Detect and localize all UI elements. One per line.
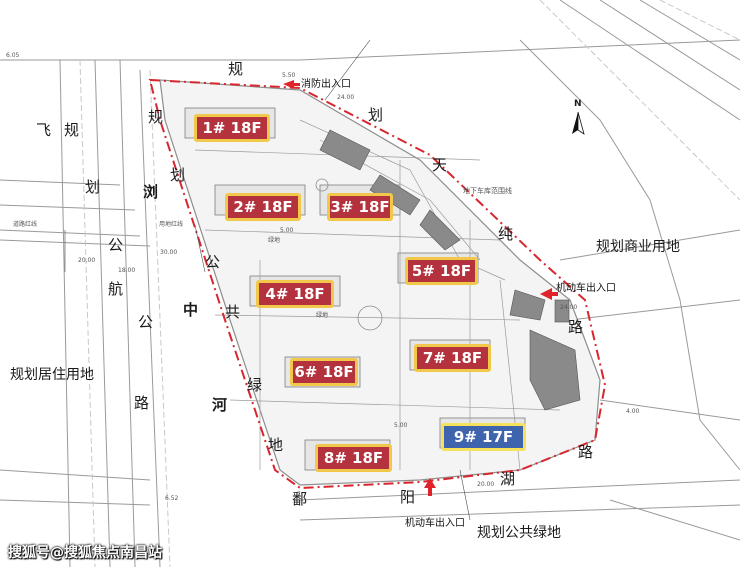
building-5: 5# 18F bbox=[405, 257, 478, 285]
road-char-lu-s: 路 bbox=[578, 443, 594, 461]
dim-24-east: 24.00 bbox=[560, 304, 578, 311]
road-char-gui: 规 bbox=[228, 60, 244, 78]
green-label-1: 绿地 bbox=[268, 237, 281, 244]
green-char-hua: 划 bbox=[170, 166, 186, 184]
east-vehicle-entrance-label: 机动车出入口 bbox=[556, 283, 616, 294]
dim-5-a: 5.00 bbox=[280, 227, 294, 234]
north-label: N bbox=[574, 99, 582, 109]
fire-entrance-arrow bbox=[283, 80, 300, 89]
south-vehicle-arrow bbox=[424, 478, 436, 496]
south-vehicle-entrance-label: 机动车出入口 bbox=[405, 518, 465, 529]
dim-550: 5.50 bbox=[282, 72, 296, 79]
river-char-he: 河 bbox=[212, 396, 228, 414]
basement-line-label: 地下车库范围线 bbox=[463, 187, 512, 195]
road-char-chun: 纯 bbox=[498, 225, 514, 243]
building-8: 8# 18F bbox=[315, 444, 392, 472]
dim-20-west: 20.00 bbox=[78, 257, 96, 264]
dim-30: 30.00 bbox=[160, 249, 178, 256]
road-char-gui-w: 规 bbox=[64, 121, 80, 139]
building-9: 9# 17F bbox=[441, 423, 526, 451]
dim-4: 4.00 bbox=[626, 408, 640, 415]
river-char-liu: 浏 bbox=[143, 183, 159, 201]
zone-public-green: 规划公共绿地 bbox=[477, 525, 561, 541]
dim-5-b: 5.00 bbox=[394, 422, 408, 429]
road-char-hu: 湖 bbox=[500, 470, 516, 488]
green-char-gui: 规 bbox=[148, 108, 164, 126]
zone-commercial: 规划商业用地 bbox=[596, 239, 680, 255]
dim-652: 6.52 bbox=[165, 495, 179, 502]
building-6: 6# 18F bbox=[290, 358, 358, 386]
dim-24: 24.00 bbox=[337, 94, 355, 101]
zone-residential: 规划居住用地 bbox=[10, 367, 94, 383]
road-char-hang: 航 bbox=[108, 280, 124, 298]
road-char-zou: 鄱 bbox=[292, 490, 308, 508]
road-char-tian: 天 bbox=[432, 156, 448, 174]
green-label-2: 绿地 bbox=[316, 312, 329, 319]
green-char-lv: 绿 bbox=[247, 376, 263, 394]
green-char-di: 地 bbox=[268, 436, 284, 454]
east-vehicle-arrow bbox=[540, 288, 558, 300]
road-char-yang: 阳 bbox=[400, 488, 416, 506]
red-line-label: 用地红线 bbox=[159, 221, 184, 228]
road-char-lu-east: 路 bbox=[568, 318, 584, 336]
road-char-hua-w: 划 bbox=[85, 178, 101, 196]
building-2: 2# 18F bbox=[225, 193, 301, 221]
dim-20-south: 20.00 bbox=[477, 481, 495, 488]
dim-605: 6.05 bbox=[6, 52, 20, 59]
building-1: 1# 18F bbox=[194, 114, 270, 142]
river-char-zhong: 中 bbox=[183, 301, 199, 319]
building-7: 7# 18F bbox=[414, 344, 491, 372]
green-char-gong1: 公 bbox=[205, 253, 221, 271]
building-3: 3# 18F bbox=[327, 193, 393, 221]
road-char-fei: 飞 bbox=[36, 121, 52, 139]
road-char-gong-w: 公 bbox=[108, 236, 124, 254]
green-char-gong2: 共 bbox=[225, 303, 241, 321]
road-char-lu-w: 路 bbox=[134, 394, 150, 412]
building-4: 4# 18F bbox=[256, 280, 334, 308]
dim-18: 18.00 bbox=[118, 267, 136, 274]
watermark: 搜狐号@搜狐焦点南昌站 bbox=[8, 545, 162, 561]
fire-entrance-label: 消防出入口 bbox=[301, 79, 351, 90]
road-line-label: 道路红线 bbox=[13, 221, 38, 228]
road-char-hua: 划 bbox=[368, 106, 384, 124]
north-arrow bbox=[572, 111, 585, 135]
road-char-gong-c: 公 bbox=[138, 313, 154, 331]
